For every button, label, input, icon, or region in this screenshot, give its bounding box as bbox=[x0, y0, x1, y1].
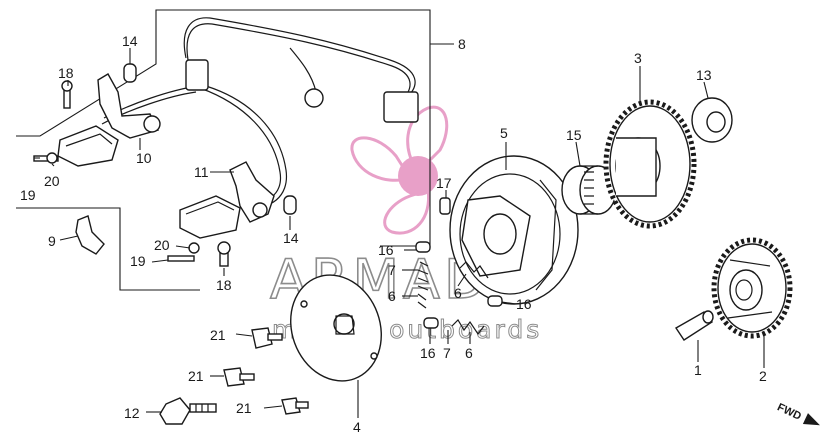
thrust-washer bbox=[691, 97, 733, 143]
callout-16: 16 bbox=[420, 345, 436, 361]
callout-14: 14 bbox=[283, 230, 299, 246]
callout-13: 13 bbox=[696, 67, 712, 83]
callout-15: 15 bbox=[566, 127, 582, 143]
watermark-propeller-icon bbox=[350, 105, 449, 235]
callout-6: 6 bbox=[454, 285, 462, 301]
starter-driven-gear bbox=[603, 99, 697, 229]
callout-11: 11 bbox=[194, 164, 209, 180]
needle-bearing bbox=[561, 165, 617, 215]
callout-17: 17 bbox=[436, 175, 452, 191]
callout-19: 19 bbox=[20, 187, 36, 203]
callout-7: 7 bbox=[388, 262, 396, 278]
callout-16: 16 bbox=[378, 242, 394, 258]
arrow-right-icon bbox=[802, 413, 820, 426]
lighting-coil bbox=[179, 161, 275, 239]
callout-10: 10 bbox=[136, 150, 152, 166]
callout-9: 9 bbox=[48, 233, 56, 249]
callout-18: 18 bbox=[58, 65, 74, 81]
callout-12: 12 bbox=[124, 405, 140, 421]
callout-18: 18 bbox=[216, 277, 232, 293]
callout-4: 4 bbox=[353, 419, 361, 435]
callout-20: 20 bbox=[154, 237, 170, 253]
callout-21: 21 bbox=[236, 400, 252, 416]
callout-5: 5 bbox=[500, 125, 508, 141]
gear-shaft bbox=[675, 310, 714, 341]
callout-6: 6 bbox=[388, 288, 396, 304]
callout-labels: 14 18 10 11 19 20 9 20 19 18 14 8 17 5 1… bbox=[20, 33, 767, 435]
wire-harness bbox=[101, 17, 419, 208]
small-bolts bbox=[33, 63, 297, 267]
callout-16: 16 bbox=[516, 296, 532, 312]
wire-clamp bbox=[75, 215, 105, 255]
fwd-label: FWD bbox=[775, 401, 803, 422]
callout-6: 6 bbox=[465, 345, 473, 361]
ratchet-pawls-springs bbox=[415, 197, 503, 336]
callout-3: 3 bbox=[634, 50, 642, 66]
callout-1: 1 bbox=[694, 362, 702, 378]
callout-21: 21 bbox=[210, 327, 226, 343]
callout-2: 2 bbox=[759, 368, 767, 384]
assembly-frame bbox=[16, 9, 454, 291]
stator-base-plate bbox=[290, 274, 382, 382]
callout-21: 21 bbox=[188, 368, 204, 384]
mounting-bolts bbox=[159, 327, 309, 425]
fwd-direction-marker: FWD bbox=[775, 401, 820, 426]
callout-20: 20 bbox=[44, 173, 60, 189]
callout-14: 14 bbox=[122, 33, 138, 49]
flywheel-rotor bbox=[449, 155, 579, 305]
reduction-gear bbox=[711, 237, 793, 339]
callout-7: 7 bbox=[443, 345, 451, 361]
callout-19: 19 bbox=[130, 253, 146, 269]
callout-8: 8 bbox=[458, 36, 466, 52]
leader-lines bbox=[34, 48, 765, 418]
